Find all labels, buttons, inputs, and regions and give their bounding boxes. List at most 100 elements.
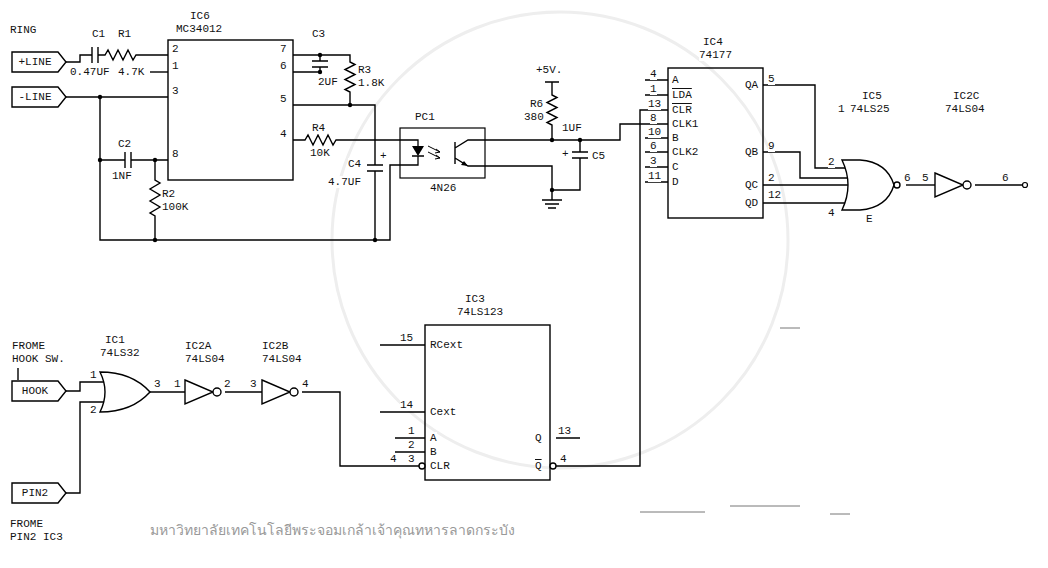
pin-name: B xyxy=(430,446,437,458)
part-designator: IC5 xyxy=(862,90,882,102)
pin-number: 3 xyxy=(172,85,179,97)
leader-line xyxy=(17,368,18,380)
inverter-gate-outline xyxy=(262,380,298,404)
part-designator: IC2A xyxy=(185,340,211,352)
pin-name: CLR xyxy=(430,460,450,472)
capacitor-symbol xyxy=(100,152,168,168)
seal-watermark xyxy=(332,12,788,468)
pin-number: 1 xyxy=(650,83,657,95)
part-value: 10K xyxy=(310,147,330,159)
pin-number: 4 xyxy=(650,68,657,80)
pin-number: 5 xyxy=(768,73,775,85)
pin-number: 7 xyxy=(280,43,287,55)
part-name: C1 xyxy=(92,28,105,40)
part-value: 2UF xyxy=(318,76,338,88)
pin-name: CLR xyxy=(672,104,692,116)
pin-number: 15 xyxy=(400,332,413,344)
pin-name: C xyxy=(672,161,679,173)
pin-number: 6 xyxy=(650,140,657,152)
polarity-mark: + xyxy=(562,148,569,160)
wire xyxy=(302,392,419,466)
pin-number: 2 xyxy=(172,43,179,55)
nor-gate-outline xyxy=(842,160,900,210)
part-designator: IC1 xyxy=(105,334,125,346)
inverter-gate-outline xyxy=(185,380,221,404)
pin-name: D xyxy=(672,176,679,188)
part-designator: IC6 xyxy=(190,10,210,22)
inverter-gate: IC2C74LS04 xyxy=(935,173,975,197)
part-number: 74LS04 xyxy=(262,353,302,365)
pin-name: Cext xyxy=(430,406,456,418)
pin-number: 6 xyxy=(904,172,911,184)
pin-number: 2 xyxy=(224,378,231,390)
pin-name: Q xyxy=(535,432,542,444)
resistor-symbol xyxy=(150,160,160,240)
pin-name: CLK2 xyxy=(672,146,698,158)
part-name: C3 xyxy=(312,28,325,40)
part-value: 100K xyxy=(162,201,188,213)
pin-stub xyxy=(150,71,168,72)
pin-number: 2 xyxy=(768,172,775,184)
pin-number: 8 xyxy=(172,148,179,160)
output-wire xyxy=(975,184,1022,185)
wire xyxy=(66,382,105,391)
pin-number: 8 xyxy=(650,112,657,124)
wire xyxy=(763,202,846,203)
pin-name: B xyxy=(672,132,679,144)
pin-number: 4 xyxy=(280,128,287,140)
part-value: 0.47UF xyxy=(70,66,110,78)
pin-name: CLK1 xyxy=(672,118,698,130)
pin-number: 4 xyxy=(560,453,567,465)
part-name: C5 xyxy=(592,150,605,162)
pin-number: 1 xyxy=(408,425,415,437)
part-value: 1NF xyxy=(112,170,132,182)
pin-number: 3 xyxy=(408,453,415,465)
part-designator: IC4 xyxy=(703,36,723,48)
input-connector: PIN2 xyxy=(12,483,66,503)
part-value: 4.7UF xyxy=(328,176,361,188)
wire xyxy=(150,391,185,392)
pin-name: Q xyxy=(535,460,542,472)
pin-number: 1 xyxy=(172,60,179,72)
capacitor-symbol xyxy=(293,55,328,72)
polarity-mark: + xyxy=(380,150,387,162)
part-name: R6 xyxy=(530,98,543,110)
or-gate-outline xyxy=(100,372,150,412)
inverter-gate: IC2B74LS04 xyxy=(262,380,298,404)
part-designator: HOOK xyxy=(22,385,56,397)
pin-name: QA xyxy=(745,79,758,91)
part-name: C4 xyxy=(348,158,361,170)
part-designator: -LINE xyxy=(18,91,59,103)
part-value: 1UF xyxy=(562,122,582,134)
part-designator: IC2C xyxy=(953,90,979,102)
pin-name: QC xyxy=(745,179,758,191)
note: HOOK SW. xyxy=(12,353,65,365)
ic-box-outline xyxy=(168,40,293,180)
signal-name: RING xyxy=(10,24,36,36)
pin-number: 14 xyxy=(400,399,413,411)
pin-number: 5 xyxy=(922,172,929,184)
part-designator: IC3 xyxy=(465,293,485,305)
note: PIN2 IC3 xyxy=(10,531,63,543)
part-number: 74LS32 xyxy=(100,347,140,359)
part-value: 4.7K xyxy=(118,66,144,78)
pin-number: 12 xyxy=(768,189,781,201)
part-value: 1.8K xyxy=(358,77,384,89)
pin-number: 9 xyxy=(768,140,775,152)
note: FROME xyxy=(10,518,43,530)
resistor-symbol xyxy=(545,82,559,140)
pin-stubs xyxy=(645,80,668,182)
pin-number: 2 xyxy=(90,404,97,416)
pin-number: 4 xyxy=(828,207,835,219)
input-connector: -LINE xyxy=(12,87,66,107)
pin-name: QD xyxy=(745,197,758,209)
or-gate: IC174LS32 xyxy=(100,372,150,412)
wire xyxy=(763,85,847,168)
part-designator: +LINE xyxy=(18,56,59,68)
note: FROME xyxy=(12,340,45,352)
inverter-gate-outline xyxy=(935,173,975,197)
pin-number: 6 xyxy=(280,60,287,72)
pin-number: 6 xyxy=(1002,172,1009,184)
resistor-symbol xyxy=(293,55,355,105)
